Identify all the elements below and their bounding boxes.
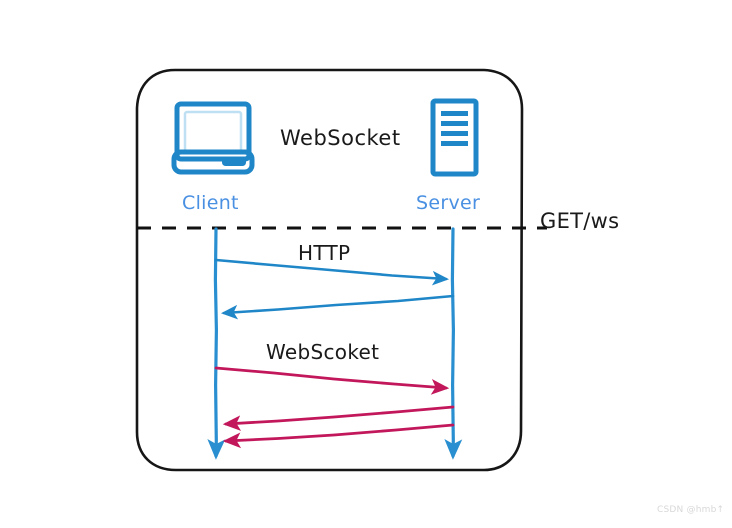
message-ws-frame-3 <box>222 423 455 449</box>
client-lifeline <box>207 227 226 460</box>
message-http-request <box>214 258 450 286</box>
participant-label-client: Client <box>182 192 239 214</box>
message-ws-frame-1 <box>214 366 450 395</box>
http-phase-label: HTTP <box>298 241 351 265</box>
desktop-computer-icon <box>171 101 255 175</box>
message-ws-frame-2 <box>222 405 455 431</box>
diagram-title: WebSocket <box>280 126 401 150</box>
server-tower-icon <box>430 98 479 177</box>
message-http-response <box>220 294 455 320</box>
websocket-phase-label: WebScoket <box>266 340 380 364</box>
get-ws-label: GET/ws <box>540 209 620 233</box>
server-lifeline <box>444 227 463 460</box>
participant-label-server: Server <box>416 192 481 214</box>
csdn-watermark: CSDN @hmb↑ <box>657 505 725 515</box>
